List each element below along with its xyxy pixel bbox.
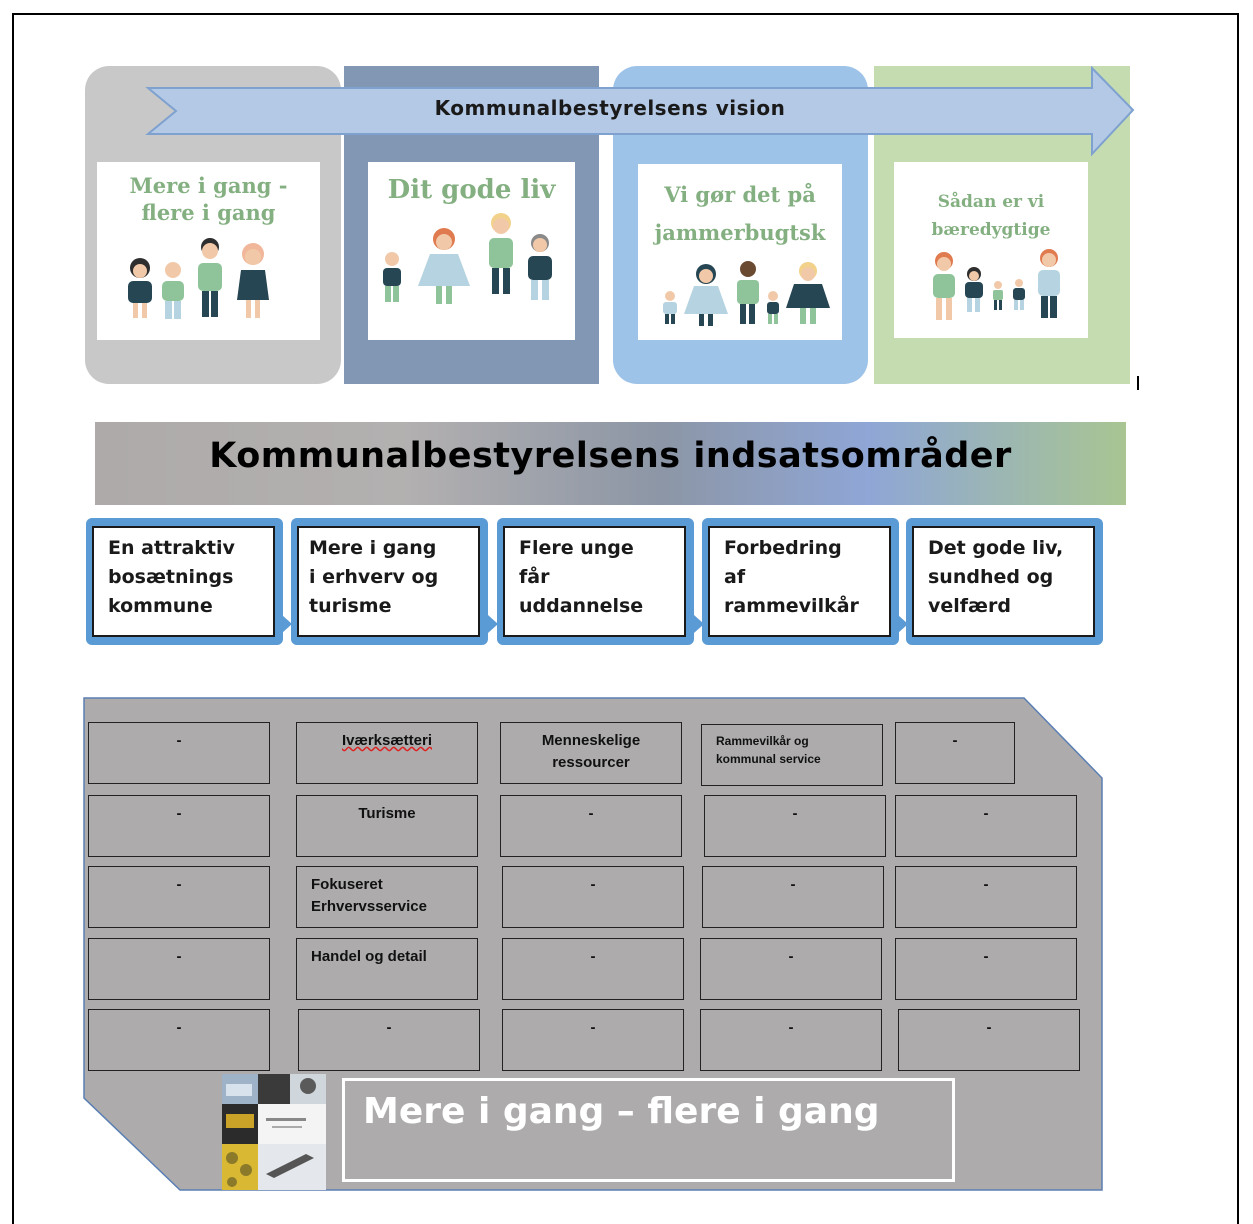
- grid-cell: -: [298, 1009, 480, 1071]
- family-icon: [383, 213, 552, 304]
- grid-cell: -: [895, 722, 1015, 784]
- chevron-right-icon: [282, 615, 292, 633]
- vision-card-4: Sådan er vi bæredygtige: [894, 162, 1088, 338]
- focus-area-label: Mere i gang i erhverv og turisme: [297, 526, 480, 637]
- bottom-slogan: Mere i gang – flere i gang: [363, 1091, 880, 1132]
- grid-cell: -: [895, 795, 1077, 857]
- grid-cell: Rammevilkår og kommunal service: [701, 724, 883, 786]
- vision-title: Kommunalbestyrelsens vision: [434, 96, 786, 120]
- vision-card-title: Vi gør det på jammerbugtsk: [654, 182, 826, 245]
- vision-card-2: Dit gode liv: [368, 162, 575, 340]
- focus-area-label: Forbedring af rammevilkår: [708, 526, 891, 637]
- grid-cell: -: [502, 866, 684, 928]
- focus-area-5: Det gode liv, sundhed og velfærd: [906, 518, 1103, 645]
- grid-cell: -: [700, 938, 882, 1000]
- grid-cell: Turisme: [296, 795, 478, 857]
- grid-cell: -: [898, 1009, 1080, 1071]
- chevron-right-icon: [694, 615, 704, 633]
- focus-area-label: En attraktiv bosætnings kommune: [92, 526, 275, 637]
- grid-cell: -: [502, 1009, 684, 1071]
- vision-card-3: Vi gør det på jammerbugtsk: [638, 164, 842, 340]
- vision-card-title: Dit gode liv: [387, 175, 556, 205]
- vision-card-title: Mere i gang - flere i gang: [129, 173, 288, 225]
- chevron-right-icon: [488, 615, 498, 633]
- text-cursor: [1137, 376, 1139, 390]
- grid-cell: -: [88, 795, 270, 857]
- grid-cell: -: [502, 938, 684, 1000]
- family-icon: [933, 249, 1060, 320]
- grid-cell: -: [704, 795, 886, 857]
- focus-banner: Kommunalbestyrelsens indsatsområder: [95, 422, 1126, 505]
- focus-area-label: Flere unge får uddannelse: [503, 526, 686, 637]
- focus-area-label: Det gode liv, sundhed og velfærd: [912, 526, 1095, 637]
- vision-card-title: Sådan er vi bæredygtige: [931, 192, 1051, 240]
- bottom-slogan-box: Mere i gang – flere i gang: [342, 1078, 955, 1182]
- grid-cell: -: [895, 866, 1077, 928]
- grid-cell: Handel og detail: [296, 938, 478, 1000]
- grid-cell: -: [700, 1009, 882, 1071]
- grid-cell: Menneskelige ressourcer: [500, 722, 682, 784]
- grid-cell: -: [88, 866, 270, 928]
- vision-arrow-icon: [145, 66, 1135, 157]
- grid-cell: Fokuseret Erhvervsservice: [296, 866, 478, 928]
- focus-area-3: Flere unge får uddannelse: [497, 518, 694, 645]
- collage-photo-icon: [222, 1074, 326, 1190]
- chevron-right-icon: [898, 615, 908, 633]
- page-frame: [12, 13, 1239, 1224]
- grid-cell: -: [500, 795, 682, 857]
- grid-cell: -: [88, 722, 270, 784]
- family-icon: [663, 261, 830, 326]
- family-icon: [128, 238, 269, 319]
- grid-cell: -: [895, 938, 1077, 1000]
- grid-cell: -: [88, 1009, 270, 1071]
- focus-title: Kommunalbestyrelsens indsatsområder: [209, 436, 1012, 476]
- vision-card-1: Mere i gang - flere i gang: [97, 162, 320, 340]
- focus-area-4: Forbedring af rammevilkår: [702, 518, 899, 645]
- grid-cell: -: [88, 938, 270, 1000]
- grid-cell: Iværksætteri: [296, 722, 478, 784]
- grid-cell: -: [702, 866, 884, 928]
- focus-area-1: En attraktiv bosætnings kommune: [86, 518, 283, 645]
- focus-area-2: Mere i gang i erhverv og turisme: [291, 518, 488, 645]
